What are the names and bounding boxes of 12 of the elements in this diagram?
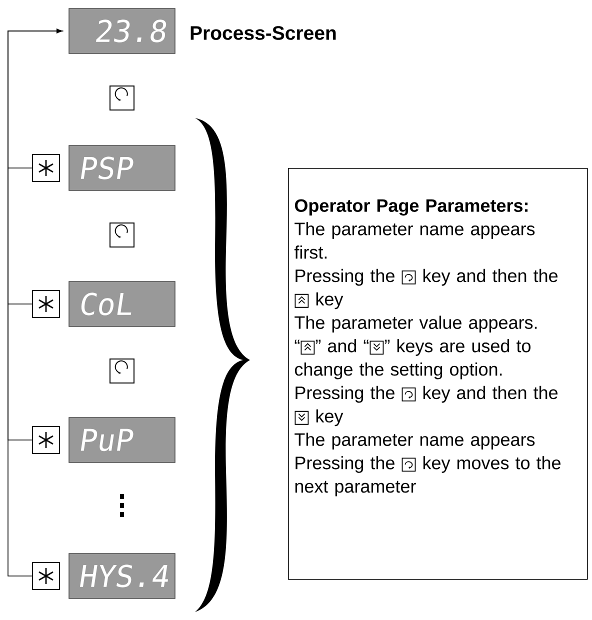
display-screen: 23.8 [68,8,176,54]
connector-line [8,28,62,576]
display-screen: CoL [68,281,176,327]
star-key-icon [32,154,60,182]
display-screen: PuP [68,417,176,463]
star-key-icon [32,562,60,590]
star-key-icon [32,290,60,318]
screen-label: Process-Screen [190,26,336,40]
text-panel: Operator Page Parameters: The parameter name appears first. Pressing the key and then the key The parameter value appears. “ ” and “ ” keys are used to change the setting option. Pressing the key and then the key The parameter name appears Pressing the key moves to the next parameter [288,168,588,580]
display-screen: PSP [68,145,176,191]
star-key-icon [32,426,60,454]
display-screen: HYS.4 [68,553,176,599]
